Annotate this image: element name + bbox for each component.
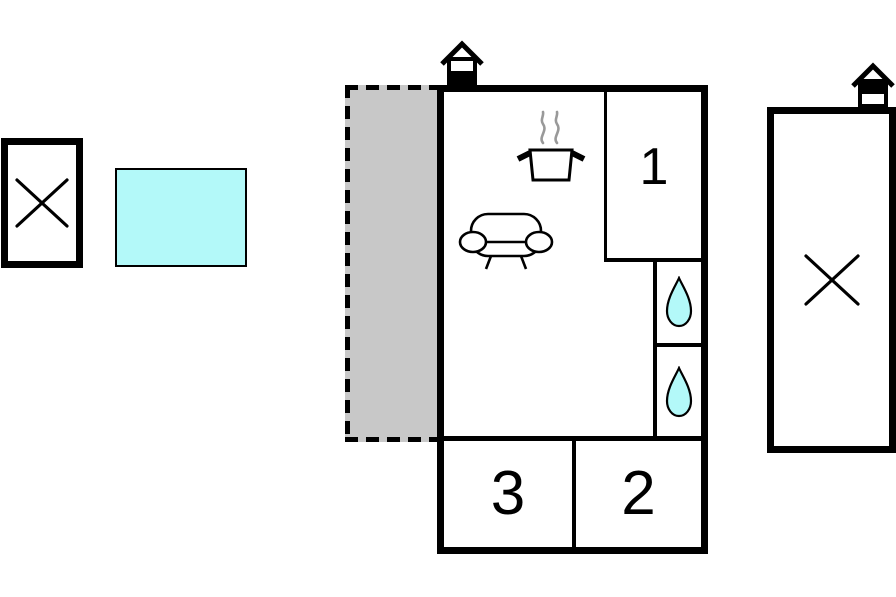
room-label-2: 2 xyxy=(621,459,656,528)
entrance-house-icon xyxy=(440,40,484,86)
annex-building xyxy=(767,107,896,453)
water-drop-icon xyxy=(665,366,693,418)
water-drop-icon xyxy=(665,276,693,328)
wall-bedroom1-bottom xyxy=(604,258,701,262)
main-building: 1 2 3 xyxy=(437,85,708,554)
pool xyxy=(115,168,247,267)
room-label-3: 3 xyxy=(490,459,526,528)
x-cross-icon xyxy=(15,178,69,228)
entrance-house-icon xyxy=(851,62,895,108)
wall-bedroom1-left xyxy=(604,92,607,262)
terrace-dashed-border xyxy=(345,85,437,442)
storage-outbuilding xyxy=(1,138,83,268)
wall-livingroom-bottom xyxy=(444,436,701,441)
wall-bathrooms-divider xyxy=(653,343,701,347)
wall-rooms-2-3-divider xyxy=(572,441,576,547)
room-label-1: 1 xyxy=(639,138,669,196)
x-cross-icon xyxy=(803,254,860,306)
sofa-icon xyxy=(458,212,554,270)
hotplate-steam-icon xyxy=(516,110,586,182)
terrace xyxy=(345,85,437,442)
wall-bathrooms-left xyxy=(653,262,657,441)
